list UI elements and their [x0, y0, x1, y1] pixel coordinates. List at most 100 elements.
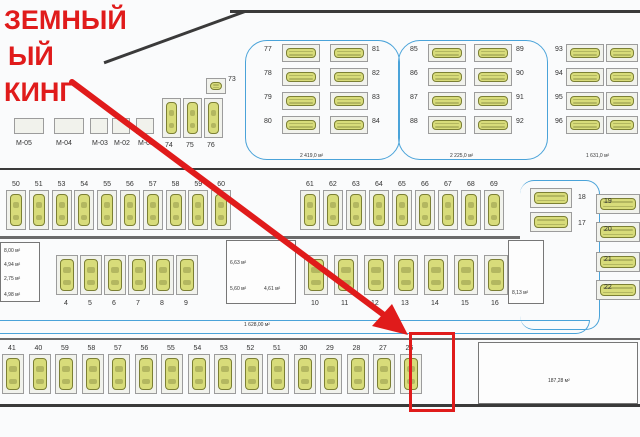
parking-spot[interactable]	[474, 68, 512, 86]
parking-spot[interactable]	[330, 68, 368, 86]
spot-number: 82	[372, 70, 380, 77]
moto-spot[interactable]	[90, 118, 108, 134]
parking-spot[interactable]	[214, 354, 236, 394]
parking-spot[interactable]	[566, 68, 604, 86]
parking-spot[interactable]	[596, 252, 640, 272]
parking-spot[interactable]	[282, 68, 320, 86]
parking-spot[interactable]	[206, 78, 226, 94]
parking-spot[interactable]	[392, 190, 412, 230]
parking-spot[interactable]	[596, 280, 640, 300]
parking-spot[interactable]	[55, 354, 77, 394]
parking-spot[interactable]	[6, 190, 26, 230]
parking-spot[interactable]	[28, 354, 51, 394]
parking-spot[interactable]	[282, 92, 320, 110]
spot-number: 11	[341, 300, 349, 307]
parking-spot[interactable]	[188, 190, 209, 230]
parking-spot[interactable]	[204, 98, 223, 138]
parking-spot[interactable]	[484, 190, 504, 230]
parking-spot[interactable]	[596, 222, 640, 242]
parking-spot[interactable]	[530, 188, 572, 208]
car-icon	[208, 102, 219, 134]
parking-spot[interactable]	[56, 255, 78, 295]
parking-spot[interactable]	[120, 190, 140, 230]
parking-spot[interactable]	[394, 255, 418, 295]
parking-spot[interactable]	[373, 354, 395, 394]
parking-spot[interactable]	[566, 92, 604, 110]
parking-spot[interactable]	[128, 255, 150, 295]
parking-spot[interactable]	[183, 98, 202, 138]
parking-spot[interactable]	[293, 354, 316, 394]
parking-spot[interactable]	[428, 116, 466, 134]
parking-spot[interactable]	[415, 190, 435, 230]
car-icon	[570, 96, 600, 106]
inner-wall-row	[0, 236, 520, 239]
parking-spot[interactable]	[108, 354, 130, 394]
parking-spot[interactable]	[240, 354, 263, 394]
parking-spot[interactable]	[428, 92, 466, 110]
parking-spot[interactable]	[369, 190, 389, 230]
parking-spot[interactable]	[566, 44, 604, 62]
car-icon	[442, 194, 454, 226]
parking-spot[interactable]	[323, 190, 343, 230]
banner-line-2: ЫЙ	[8, 41, 54, 71]
parking-spot[interactable]	[2, 354, 24, 394]
parking-spot[interactable]	[330, 44, 368, 62]
parking-spot[interactable]	[300, 190, 320, 230]
parking-spot[interactable]	[81, 354, 104, 394]
parking-spot[interactable]	[364, 255, 388, 295]
parking-spot[interactable]	[334, 255, 358, 295]
parking-spot[interactable]	[484, 255, 508, 295]
parking-spot[interactable]	[474, 116, 512, 134]
pointer-arrow-head	[372, 304, 408, 335]
parking-spot[interactable]	[162, 98, 181, 138]
parking-spot[interactable]	[330, 116, 368, 134]
parking-spot[interactable]	[346, 354, 369, 394]
parking-spot[interactable]	[320, 354, 342, 394]
moto-spot[interactable]	[54, 118, 84, 134]
parking-spot[interactable]	[142, 190, 163, 230]
parking-spot[interactable]	[74, 190, 95, 230]
parking-spot[interactable]	[566, 116, 604, 134]
car-icon	[304, 194, 316, 226]
parking-spot[interactable]	[530, 212, 572, 232]
outer-wall-mid-top	[0, 168, 640, 170]
parking-spot[interactable]	[152, 255, 174, 295]
parking-spot[interactable]	[606, 44, 638, 62]
parking-spot[interactable]	[474, 92, 512, 110]
parking-spot[interactable]	[282, 116, 320, 134]
parking-spot[interactable]	[606, 116, 638, 134]
parking-spot[interactable]	[330, 92, 368, 110]
parking-spot[interactable]	[606, 92, 638, 110]
car-icon	[156, 259, 170, 291]
parking-spot[interactable]	[596, 194, 640, 214]
spot-number: 93	[555, 46, 563, 53]
parking-spot[interactable]	[424, 255, 448, 295]
parking-spot[interactable]	[428, 44, 466, 62]
spot-number: 63	[352, 181, 360, 188]
parking-spot[interactable]	[97, 190, 118, 230]
parking-spot[interactable]	[80, 255, 102, 295]
parking-spot[interactable]	[28, 190, 49, 230]
parking-spot[interactable]	[51, 190, 72, 230]
parking-spot[interactable]	[134, 354, 157, 394]
parking-spot[interactable]	[176, 255, 198, 295]
parking-spot[interactable]	[606, 68, 638, 86]
parking-spot[interactable]	[104, 255, 126, 295]
car-icon	[610, 96, 634, 106]
parking-spot[interactable]	[161, 354, 183, 394]
parking-spot[interactable]	[428, 68, 466, 86]
parking-spot[interactable]	[346, 190, 366, 230]
parking-spot[interactable]	[267, 354, 289, 394]
parking-spot[interactable]	[282, 44, 320, 62]
spot-number: 83	[372, 94, 380, 101]
parking-spot[interactable]	[454, 255, 478, 295]
spot-number: 51	[273, 345, 281, 352]
car-icon	[286, 96, 316, 106]
parking-spot[interactable]	[187, 354, 210, 394]
parking-spot[interactable]	[438, 190, 458, 230]
parking-spot[interactable]	[165, 190, 186, 230]
parking-spot[interactable]	[461, 190, 481, 230]
parking-spot[interactable]	[474, 44, 512, 62]
moto-spot[interactable]	[14, 118, 44, 134]
